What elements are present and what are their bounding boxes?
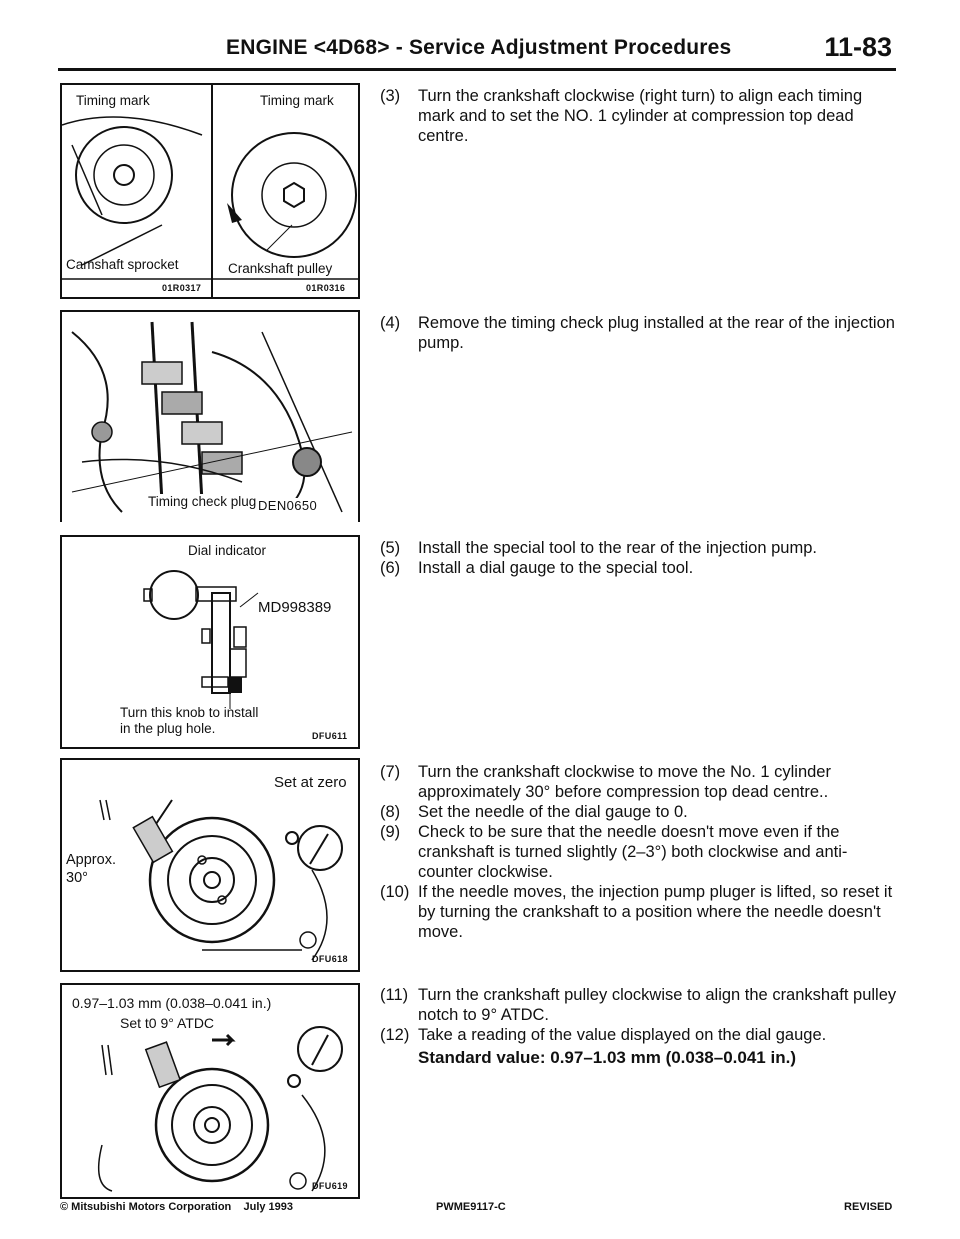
step-text: Turn the crankshaft pulley clockwise to …: [418, 986, 897, 1024]
dial-indicator-illustration: [143, 570, 259, 709]
timing-mark-right-label: Timing mark: [260, 93, 334, 108]
figure-code-dfu619: DFU619: [312, 1181, 348, 1191]
page-number: 11-83: [824, 32, 892, 62]
step-6: (6) Install a dial gauge to the special …: [380, 558, 900, 578]
step-11: (11) Turn the crankshaft pulley clockwis…: [380, 985, 900, 1025]
footer-code: PWME9117-C: [436, 1201, 506, 1213]
set-to-atdc-label: Set t0 9° ATDC: [120, 1015, 215, 1031]
set-at-zero-illustration: [99, 799, 343, 961]
figure-set-to-9-atdc: 0.97–1.03 mm (0.038–0.041 in.) Set t0 9°…: [60, 983, 360, 1199]
figure-code-right: 01R0316: [306, 283, 346, 293]
step-text: Install a dial gauge to the special tool…: [418, 559, 694, 577]
page-title: ENGINE <4D68> - Service Adjustment Proce…: [226, 36, 732, 59]
header-rule: [58, 68, 896, 71]
set-to-9-atdc-illustration: [97, 1026, 343, 1192]
page-header: ENGINE <4D68> - Service Adjustment Proce…: [58, 30, 896, 71]
step-number: (6): [380, 559, 401, 577]
step-number: (5): [380, 539, 401, 557]
step-5: (5) Install the special tool to the rear…: [380, 538, 900, 558]
step-number: (8): [380, 803, 401, 821]
timing-check-plug-label: Timing check plug: [146, 494, 259, 509]
step-text: Check to be sure that the needle doesn't…: [418, 823, 848, 881]
timing-check-plug-illustration: [71, 321, 353, 513]
step-3: (3) Turn the crankshaft clockwise (right…: [380, 86, 900, 146]
step-text: If the needle moves, the injection pump …: [418, 883, 893, 941]
timing-marks-illustration: [62, 85, 358, 297]
step-number: (12): [380, 1026, 410, 1044]
figure-dial-indicator: Dial indicator MD998389 Turn this knob t…: [60, 535, 360, 749]
figure-code-den0650: DEN0650: [258, 498, 318, 513]
step-text: Take a reading of the value displayed on…: [418, 1026, 827, 1044]
step-7: (7) Turn the crankshaft clockwise to mov…: [380, 762, 900, 802]
step-number: (10): [380, 883, 410, 901]
camshaft-sprocket-label: Camshaft sprocket: [66, 257, 179, 272]
range-label: 0.97–1.03 mm (0.038–0.041 in.): [72, 995, 272, 1011]
step-12: (12) Take a reading of the value display…: [380, 1025, 900, 1045]
step-8: (8) Set the needle of the dial gauge to …: [380, 802, 900, 822]
set-at-zero-label: Set at zero: [274, 774, 347, 791]
step-number: (3): [380, 87, 401, 105]
step-number: (7): [380, 763, 401, 781]
step-text: Set the needle of the dial gauge to 0.: [418, 803, 688, 821]
step-9: (9) Check to be sure that the needle doe…: [380, 822, 900, 882]
step-number: (4): [380, 314, 401, 332]
step-text: Install the special tool to the rear of …: [418, 539, 817, 557]
knob-note-line-1: Turn this knob to install: [120, 705, 259, 720]
timing-mark-left-label: Timing mark: [76, 93, 150, 108]
figure-code-left: 01R0317: [162, 283, 202, 293]
standard-value: Standard value: 0.97–1.03 mm (0.038–0.04…: [418, 1048, 796, 1067]
knob-note-line-2: in the plug hole.: [120, 721, 216, 736]
step-4: (4) Remove the timing check plug install…: [380, 313, 900, 353]
crankshaft-pulley-label: Crankshaft pulley: [228, 261, 333, 276]
footer-copyright: © Mitsubishi Motors Corporation July 199…: [60, 1201, 294, 1213]
footer-status: REVISED: [844, 1201, 893, 1213]
figure-code-dfu618: DFU618: [312, 954, 348, 964]
figure-set-at-zero: Set at zero Approx. 30° DFU618: [60, 758, 360, 972]
tool-number-label: MD998389: [258, 599, 332, 616]
step-text: Remove the timing check plug installed a…: [418, 314, 895, 352]
step-10: (10) If the needle moves, the injection …: [380, 882, 900, 942]
step-text: Turn the crankshaft clockwise (right tur…: [418, 87, 863, 145]
approx-angle-label: 30°: [66, 870, 88, 886]
approx-label: Approx.: [66, 852, 116, 868]
figure-timing-check-plug: Timing check plug DEN0650: [60, 310, 360, 522]
step-number: (9): [380, 823, 401, 841]
step-text: Turn the crankshaft clockwise to move th…: [418, 763, 831, 801]
figure-code-dfu611: DFU611: [312, 731, 348, 741]
step-number: (11): [380, 986, 409, 1004]
figure-timing-marks: Timing mark Timing mark Camshaft sprocke…: [60, 83, 360, 299]
dial-indicator-label: Dial indicator: [188, 543, 267, 558]
